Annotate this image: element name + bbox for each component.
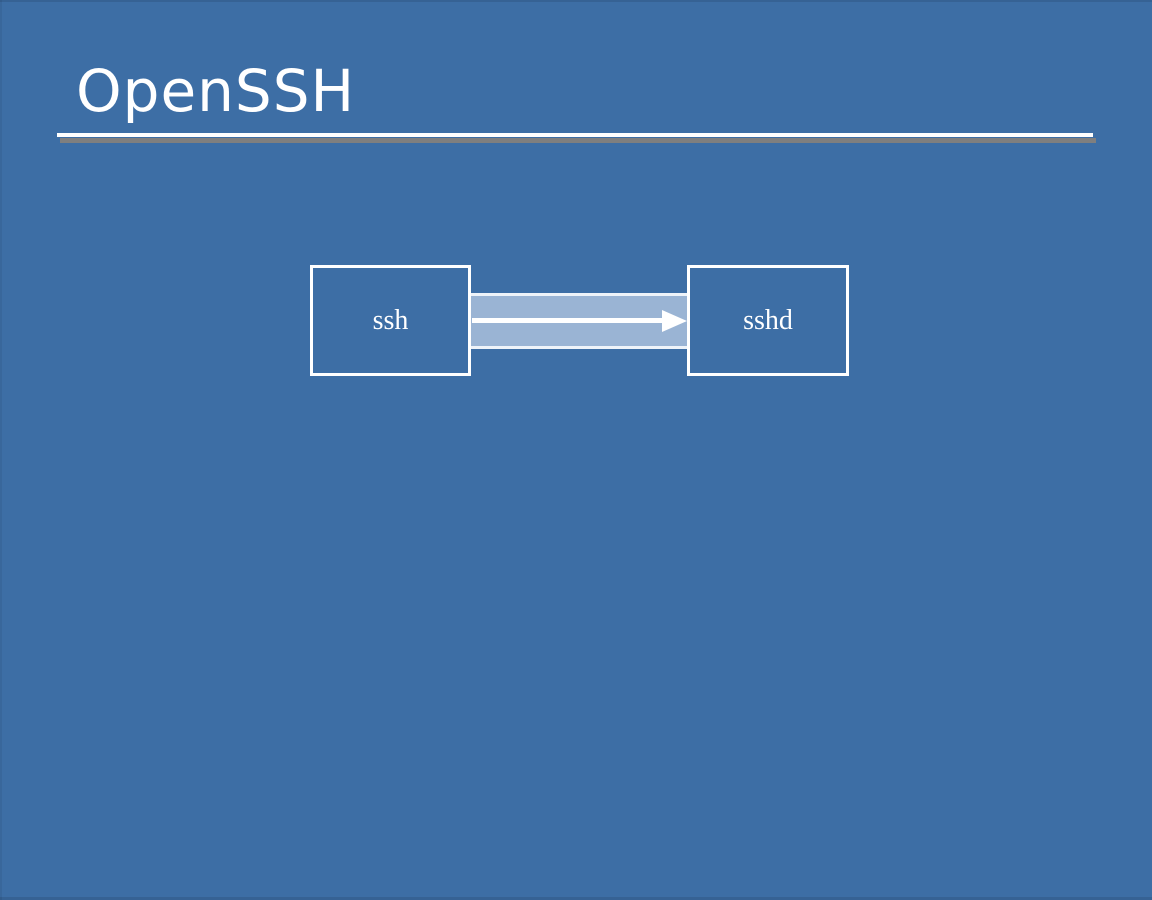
right-arrow-shaft (472, 318, 664, 323)
title-rule (57, 133, 1093, 137)
title-rule-shadow (60, 138, 1096, 143)
page-title: OpenSSH (76, 57, 356, 125)
ssh-box: ssh (310, 265, 471, 376)
ssh-box-label: ssh (372, 304, 409, 336)
right-arrow-icon (662, 310, 687, 332)
sshd-box-label: sshd (743, 304, 793, 336)
sshd-box: sshd (687, 265, 849, 376)
